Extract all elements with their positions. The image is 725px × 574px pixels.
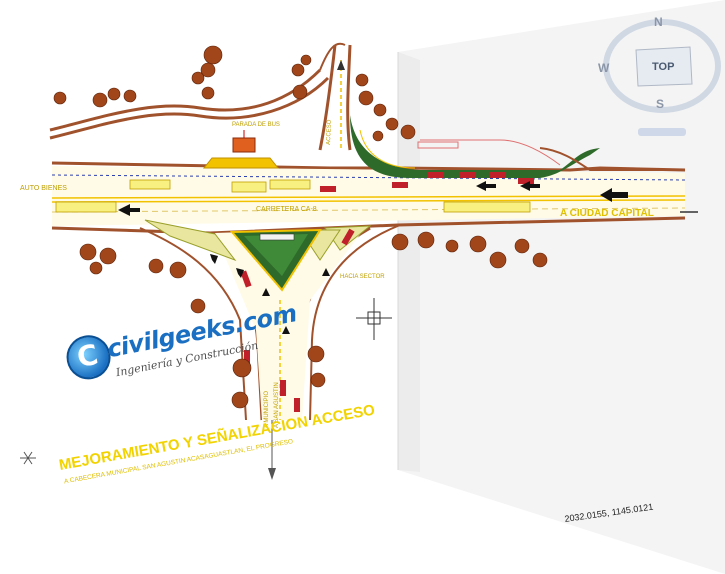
view-cube-top-label[interactable]: TOP <box>652 61 674 73</box>
south-road-outer-right <box>309 224 401 421</box>
label-carretera: CARRETERA CA-8 <box>256 206 317 213</box>
view-cube[interactable]: TOP N W S <box>598 15 721 136</box>
view-cube-wcs-button[interactable] <box>638 128 686 136</box>
label-auto-bienes: AUTO BIENES <box>20 185 67 192</box>
central-island-inner <box>244 234 308 276</box>
label-a-ciudad-capital: A CIUDAD CAPITAL <box>560 208 654 219</box>
bus-stop-platform <box>202 157 280 169</box>
access-road-top-edge-a <box>49 68 322 132</box>
access-road-top-edge-b <box>49 76 330 140</box>
label-parada-bus: PARADA DE BUS <box>232 122 280 128</box>
highway-edge-north <box>51 161 686 172</box>
north-road-edge-left <box>318 44 337 151</box>
highway-edge-south <box>51 216 686 235</box>
label-a-municipio: A MUNICIPIO <box>264 391 270 428</box>
cad-crosshair <box>356 298 392 340</box>
label-a-san-agustin: A SAN AGUSTIN <box>274 382 280 428</box>
ucs-icon <box>20 451 36 465</box>
view-cube-w[interactable]: W <box>598 61 610 75</box>
logo-initial: C <box>74 337 101 375</box>
median-red-line <box>420 139 561 166</box>
view-cube-face[interactable] <box>635 46 693 87</box>
highway-centerline-b <box>51 199 686 203</box>
island-sign <box>259 233 295 241</box>
view-cube-s[interactable]: S <box>656 97 664 111</box>
lane-signs <box>55 179 531 213</box>
north-road-edge-right <box>346 44 352 151</box>
right-wall <box>398 0 725 574</box>
bus-stop-shelter <box>232 137 256 153</box>
highway-lane-south <box>51 207 686 213</box>
north-arrow <box>337 60 345 70</box>
label-north-road: ACCESO <box>326 119 333 145</box>
view-cube-ring[interactable] <box>603 19 721 113</box>
direction-arrows <box>118 181 628 334</box>
south-road-outer-left <box>139 227 247 421</box>
highway-centerline <box>51 195 686 199</box>
view-cube-n[interactable]: N <box>654 15 663 29</box>
south-arrow <box>268 468 276 480</box>
bus-stop-bay-east <box>417 141 459 149</box>
median-edge-line <box>359 129 416 169</box>
access-road-top-curve <box>319 42 346 71</box>
trees <box>53 45 548 409</box>
ramp-northeast <box>539 147 685 171</box>
label-hacia-sector: HACIA SECTOR <box>340 274 385 280</box>
wall-corner-shade <box>398 52 420 472</box>
pavement-markings <box>240 172 534 412</box>
